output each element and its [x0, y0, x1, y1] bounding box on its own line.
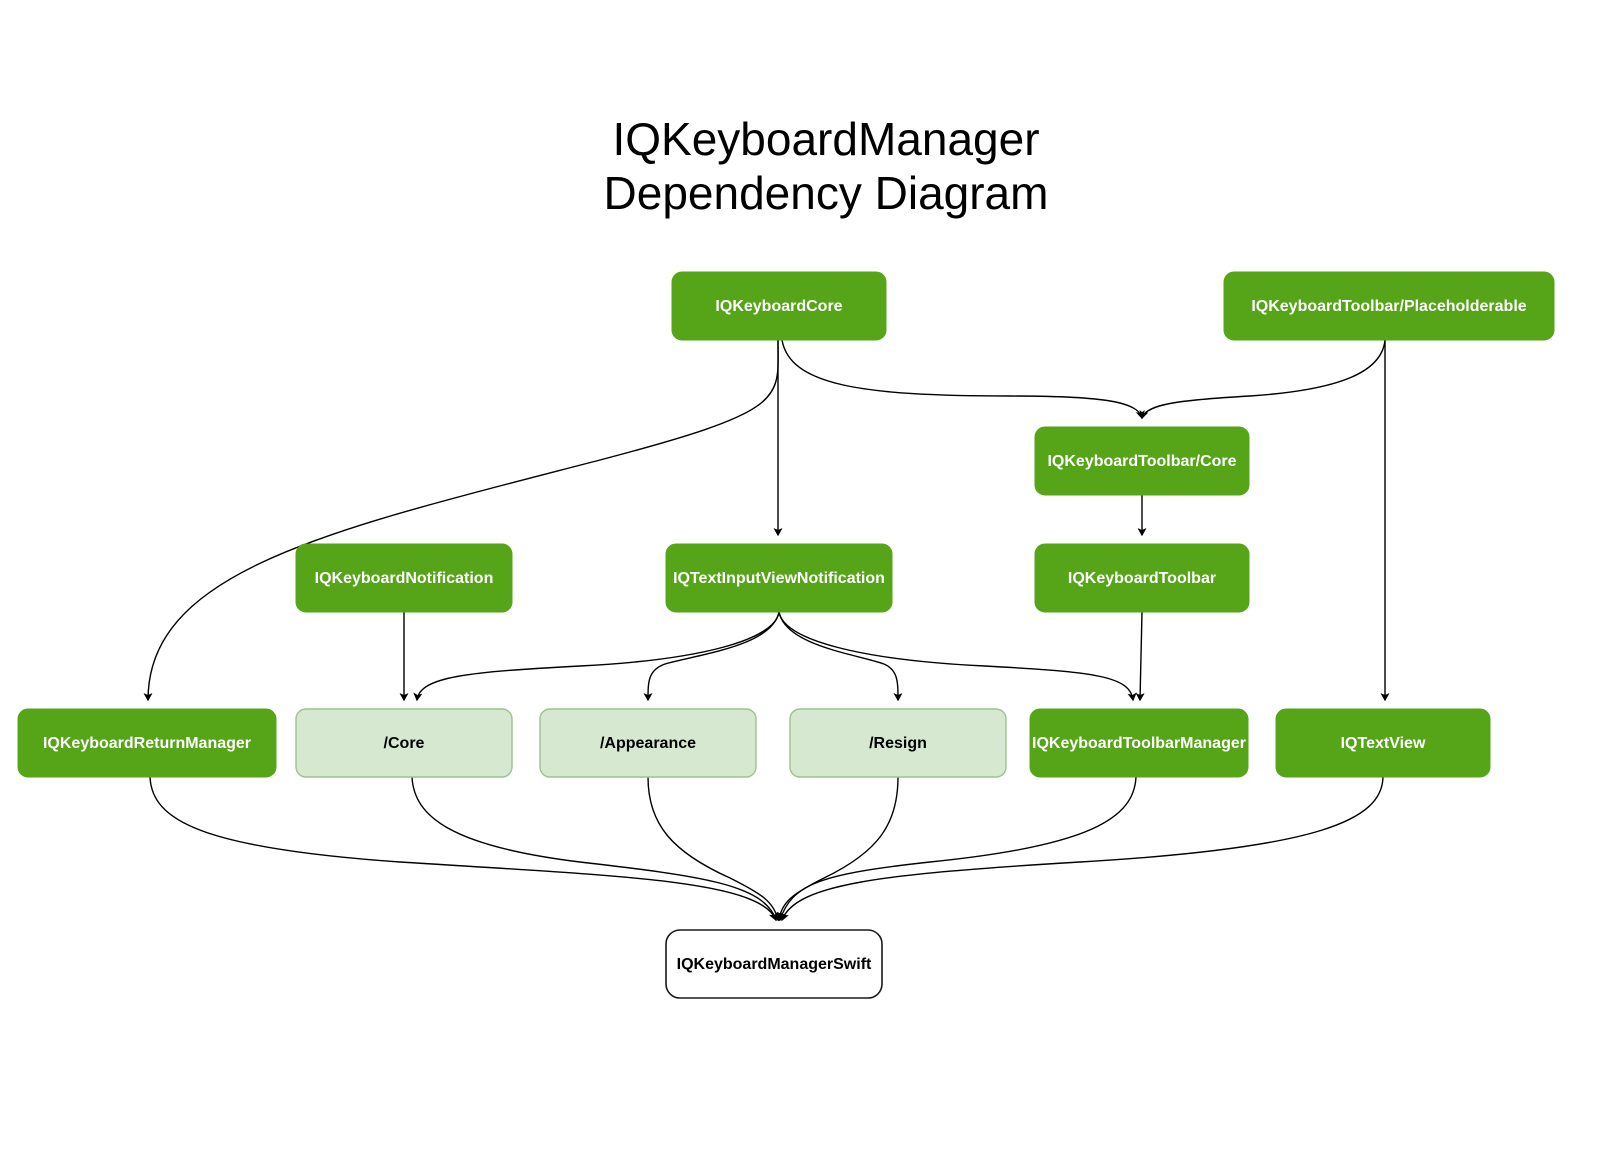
edge-iqkeyboardtoolbar-to-iqkeyboardtoolbarmanager	[1135, 611, 1145, 702]
edge-iqtextinputviewnotification-to-appearance	[643, 611, 780, 702]
node-label-iqkeyboardtoolbarmanager: IQKeyboardToolbarManager	[1032, 735, 1246, 752]
node-label-iqkeyboardtoolbar: IQKeyboardToolbar	[1068, 570, 1216, 587]
node-box-iqkeyboardcore	[671, 271, 887, 341]
node-box-iqkeyboardtoolbarcore	[1034, 426, 1250, 496]
node-label-iqkeyboardnotification: IQKeyboardNotification	[315, 570, 494, 587]
edges-layer	[143, 339, 1390, 922]
edge-iqkeyboardcore-to-iqkeyboardtoolbarcore	[781, 339, 1145, 420]
diagram-title: IQKeyboardManager Dependency Diagram	[604, 113, 1049, 219]
title-line-2: Dependency Diagram	[604, 167, 1049, 219]
node-resign[interactable]: /Resign	[789, 708, 1007, 778]
node-box-iqkeyboardtoolbar	[1034, 543, 1250, 613]
node-label-iqkeyboardcore: IQKeyboardCore	[715, 298, 842, 315]
node-box-core	[295, 708, 513, 778]
node-label-iqkeyboardmanagerswift: IQKeyboardManagerSwift	[677, 956, 872, 973]
node-iqkeyboardreturnmanager[interactable]: IQKeyboardReturnManager	[17, 708, 277, 778]
edge-iqkeyboardcore-to-iqkeyboardreturnmanager	[143, 339, 779, 702]
edge-iqkeyboardtoolbarplaceholderable-to-iqkeyboardtoolbarcore	[1139, 339, 1386, 420]
node-box-iqkeyboardnotification	[295, 543, 513, 613]
node-core[interactable]: /Core	[295, 708, 513, 778]
edge-iqkeyboardtoolbarmanager-to-iqkeyboardmanagerswift	[777, 776, 1137, 922]
edge-iqtextview-to-iqkeyboardmanagerswift	[780, 776, 1384, 922]
node-label-iqtextinputviewnotification: IQTextInputViewNotification	[673, 570, 885, 587]
edge-iqtextinputviewnotification-to-core	[413, 611, 780, 702]
node-appearance[interactable]: /Appearance	[539, 708, 757, 778]
edge-iqtextinputviewnotification-to-resign	[778, 611, 903, 702]
node-iqtextview[interactable]: IQTextView	[1275, 708, 1491, 778]
title-line-1: IQKeyboardManager	[612, 113, 1039, 165]
node-iqtextinputviewnotification[interactable]: IQTextInputViewNotification	[665, 543, 893, 613]
node-box-iqkeyboardmanagerswift	[665, 929, 883, 999]
edge-core-to-iqkeyboardmanagerswift	[411, 776, 779, 922]
node-iqkeyboardtoolbar[interactable]: IQKeyboardToolbar	[1034, 543, 1250, 613]
edge-resign-to-iqkeyboardmanagerswift	[775, 776, 899, 922]
node-iqkeyboardtoolbarplaceholderable[interactable]: IQKeyboardToolbar/Placeholderable	[1223, 271, 1555, 341]
node-iqkeyboardmanagerswift[interactable]: IQKeyboardManagerSwift	[665, 929, 883, 999]
node-iqkeyboardtoolbarcore[interactable]: IQKeyboardToolbar/Core	[1034, 426, 1250, 496]
node-label-iqtextview: IQTextView	[1341, 735, 1426, 752]
node-box-resign	[789, 708, 1007, 778]
node-label-resign: /Resign	[869, 735, 927, 752]
node-box-iqkeyboardtoolbarmanager	[1029, 708, 1249, 778]
node-label-appearance: /Appearance	[600, 735, 696, 752]
node-label-iqkeyboardreturnmanager: IQKeyboardReturnManager	[43, 735, 251, 752]
node-box-iqtextinputviewnotification	[665, 543, 893, 613]
nodes-layer: IQKeyboardCore IQKeyboardToolbar/Placehol…	[17, 271, 1555, 999]
node-iqkeyboardnotification[interactable]: IQKeyboardNotification	[295, 543, 513, 613]
node-box-appearance	[539, 708, 757, 778]
node-label-core: /Core	[384, 735, 425, 752]
edge-iqkeyboardreturnmanager-to-iqkeyboardmanagerswift	[149, 776, 778, 922]
node-box-iqtextview	[1275, 708, 1491, 778]
node-box-iqkeyboardreturnmanager	[17, 708, 277, 778]
node-box-iqkeyboardtoolbarplaceholderable	[1223, 271, 1555, 341]
node-iqkeyboardtoolbarmanager[interactable]: IQKeyboardToolbarManager	[1029, 708, 1249, 778]
edge-appearance-to-iqkeyboardmanagerswift	[647, 776, 782, 922]
edge-iqtextinputviewnotification-to-iqkeyboardtoolbarmanager	[778, 611, 1137, 702]
node-iqkeyboardcore[interactable]: IQKeyboardCore	[671, 271, 887, 341]
node-label-iqkeyboardtoolbarcore: IQKeyboardToolbar/Core	[1047, 453, 1236, 470]
node-label-iqkeyboardtoolbarplaceholderable: IQKeyboardToolbar/Placeholderable	[1251, 298, 1526, 315]
